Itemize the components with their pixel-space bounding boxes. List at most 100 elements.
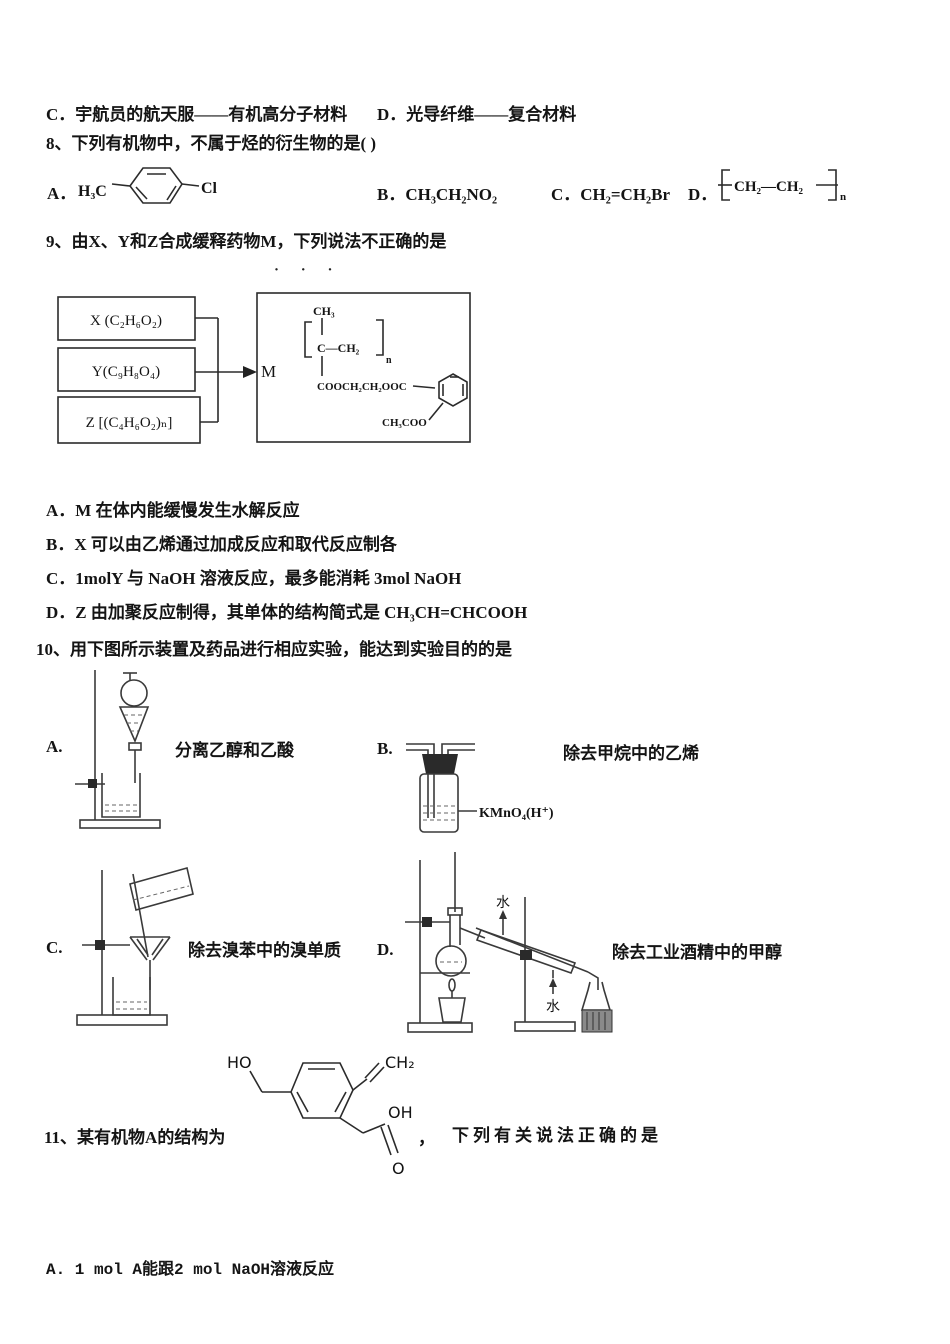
benzene-ring bbox=[290, 1062, 354, 1119]
glass-rod bbox=[132, 873, 149, 958]
bond bbox=[339, 1117, 364, 1134]
condenser-jacket bbox=[475, 928, 577, 975]
q8-title: 8、下列有机物中，不属于烃的衍生物的是( ) bbox=[46, 134, 377, 153]
beaker bbox=[112, 977, 151, 1016]
stopper bbox=[447, 907, 463, 916]
carbonyl-o-label: O bbox=[392, 1159, 405, 1178]
vinyl-double-bond bbox=[369, 1066, 385, 1083]
subscript-n: n bbox=[840, 191, 846, 203]
conical-flask bbox=[580, 981, 612, 1011]
filter-paper bbox=[136, 938, 149, 956]
acetyl-group: CH₃COO bbox=[382, 417, 427, 429]
carboxyl-oh-label: OH bbox=[388, 1103, 413, 1122]
backbone-unit: C—CH₂ bbox=[317, 341, 360, 355]
inlet-tube bbox=[406, 743, 435, 818]
box-m bbox=[256, 292, 471, 443]
hydroxyl-label: HO bbox=[227, 1053, 252, 1072]
double-bond bbox=[166, 185, 177, 201]
flame bbox=[448, 978, 456, 992]
chlorine-label: Cl bbox=[201, 180, 218, 197]
box-y bbox=[57, 347, 196, 392]
double-bond bbox=[296, 1091, 309, 1113]
water-label: 水 bbox=[546, 999, 560, 1015]
clamp-knob bbox=[95, 940, 105, 950]
methyl-label: H₃C bbox=[78, 183, 107, 200]
filter-paper bbox=[151, 938, 164, 956]
box-x-label: X (C₂H₆O₂) bbox=[90, 313, 162, 329]
alcohol-lamp bbox=[438, 997, 466, 1023]
q10-apparatus-a-caption: 分离乙醇和乙酸 bbox=[175, 741, 294, 760]
funnel-bulb bbox=[120, 679, 148, 707]
carbonyl-double-bond bbox=[380, 1126, 392, 1156]
beaker bbox=[101, 773, 141, 818]
bond bbox=[249, 1070, 263, 1093]
emphasis-dots: · · · bbox=[274, 262, 342, 278]
bond bbox=[111, 183, 131, 187]
m-label: M bbox=[261, 362, 276, 381]
repeat-unit: CH₂—CH₂ bbox=[734, 179, 803, 195]
q11-title-suffix: 下列有关说法正确的是 bbox=[452, 1126, 662, 1145]
stand-base bbox=[514, 1021, 576, 1032]
methyl-group: CH₃ bbox=[313, 304, 335, 318]
polymer-bracket-left bbox=[304, 321, 312, 358]
vinyl-double-bond bbox=[364, 1062, 380, 1079]
arrow-head bbox=[549, 978, 557, 987]
arrow-head bbox=[243, 366, 257, 378]
funnel-side bbox=[129, 936, 148, 961]
liquid bbox=[132, 885, 190, 901]
inlet-tube bbox=[406, 749, 429, 818]
bond bbox=[412, 385, 436, 389]
double-bond bbox=[334, 1091, 347, 1113]
pouring-beaker bbox=[129, 867, 194, 911]
bond bbox=[181, 183, 200, 187]
box-z-label: Z [(C₄H₆O₂)ₙ] bbox=[86, 415, 173, 431]
q8-option-a-label: A． bbox=[47, 184, 77, 203]
q11-structure: HO CH₂ OH O bbox=[227, 1053, 415, 1178]
q11-option-a: A. 1 mol A能跟2 mol NaOH溶液反应 bbox=[46, 1261, 335, 1279]
q10-apparatus-b-label: B. bbox=[377, 739, 393, 758]
vinyl-ch2-label: CH₂ bbox=[385, 1053, 415, 1072]
box-z bbox=[57, 396, 201, 444]
bottle bbox=[419, 773, 459, 833]
stand-base bbox=[79, 819, 161, 829]
q9-synthesis-diagram: X (C₂H₆O₂) Y(C₉H₈O₄) Z [(C₄H₆O₂)ₙ] M CH₃… bbox=[57, 292, 471, 444]
delivery-tube bbox=[587, 971, 599, 990]
bond bbox=[362, 1123, 386, 1134]
stopper bbox=[422, 754, 458, 774]
q10-apparatus-b-caption: 除去甲烷中的乙烯 bbox=[563, 744, 699, 763]
double-bond bbox=[135, 186, 148, 200]
q9-title: 9、由X、Y和Z合成缓释药物M，下列说法不正确的是 bbox=[46, 232, 447, 251]
distillation-apparatus: 水 水 bbox=[405, 852, 613, 1033]
q11-title-prefix: 11、某有机物A的结构为 bbox=[44, 1128, 226, 1147]
round-flask bbox=[435, 945, 467, 977]
q8-option-d-label: D． bbox=[688, 185, 718, 204]
q10-apparatus-c-caption: 除去溴苯中的溴单质 bbox=[188, 941, 341, 960]
q11-comma: ， bbox=[418, 1129, 435, 1148]
subscript-n: n bbox=[386, 355, 392, 366]
reagent-label: KMnO₄(H⁺) bbox=[479, 806, 554, 821]
q9-option-b: B．X 可以由乙烯通过加成反应和取代反应制各 bbox=[46, 535, 397, 554]
polymer-bracket-right bbox=[828, 169, 837, 201]
box-y-label: Y(C₉H₈O₄) bbox=[92, 364, 160, 380]
water-label: 水 bbox=[496, 895, 510, 911]
stopcock bbox=[128, 742, 142, 751]
arrow-head bbox=[499, 910, 507, 919]
q10-title: 10、用下图所示装置及药品进行相应实验，能达到实验目的的是 bbox=[36, 640, 512, 659]
benzene-ring bbox=[438, 373, 468, 407]
prev-option-d: D．光导纤维——复合材料 bbox=[377, 105, 577, 124]
clamp-knob bbox=[422, 917, 432, 927]
ester-chain: COOCH₂CH₂OOC bbox=[317, 381, 407, 393]
q9-option-d: D．Z 由加聚反应制得，其单体的结构简式是 CH₃CH=CHCOOH bbox=[46, 603, 528, 622]
gas-washing-bottle-apparatus: KMnO₄(H⁺) bbox=[406, 743, 554, 833]
q10-apparatus-a-label: A. bbox=[46, 737, 63, 756]
q8-option-d-structure: CH₂—CH₂ n bbox=[718, 169, 846, 203]
q10-apparatus-c-label: C. bbox=[46, 938, 63, 957]
bond bbox=[428, 402, 444, 421]
bond bbox=[352, 1078, 368, 1091]
q9-option-c: C．1molY 与 NaOH 溶液反应，最多能消耗 3mol NaOH bbox=[46, 569, 462, 588]
clamp-knob bbox=[520, 950, 532, 960]
q9-option-a: A．M 在体内能缓慢发生水解反应 bbox=[46, 501, 300, 520]
separating-funnel-apparatus bbox=[75, 670, 161, 829]
stand-base bbox=[407, 1022, 473, 1033]
